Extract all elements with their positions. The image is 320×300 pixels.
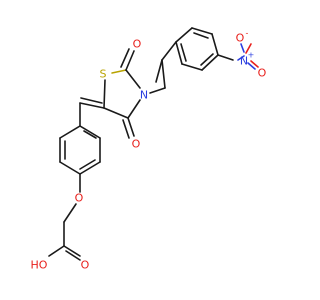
bond — [59, 161, 81, 175]
molecule-structure-diagram: N + O - O S O N O — [31, 27, 267, 272]
bond — [245, 43, 252, 54]
bond — [63, 245, 81, 257]
nitro-oxygen-top-label: O — [236, 32, 245, 45]
bond — [211, 33, 219, 56]
nitro-nitrogen-label: N — [240, 55, 248, 68]
thiazolidinedione-ring: S O N O — [100, 38, 149, 151]
bond — [237, 55, 245, 61]
bond — [201, 54, 219, 71]
bond — [59, 125, 81, 139]
bond-double-inner — [200, 53, 214, 66]
bond — [127, 99, 141, 119]
nitrophenyl-ring — [175, 27, 219, 71]
oxyacetic-acid-group: O HO O — [31, 173, 90, 272]
bond — [175, 41, 183, 65]
nitro-oxygen-top-charge: - — [246, 29, 249, 38]
bond — [63, 203, 77, 223]
acid-carbonyl-oxygen-label: O — [81, 259, 90, 272]
exocyclic-double-bond — [79, 97, 105, 127]
nitro-oxygen-bottom-label: O — [258, 67, 267, 80]
bond — [149, 87, 166, 94]
bond — [217, 54, 234, 61]
bond — [250, 60, 259, 68]
bond — [240, 43, 245, 53]
bond-double-inner — [193, 32, 209, 39]
bond-double-inner — [180, 43, 187, 62]
bond — [103, 107, 129, 119]
bond — [191, 27, 213, 35]
bond — [103, 79, 106, 109]
carbonyl-oxygen-c4-label: O — [132, 138, 141, 151]
bond — [161, 41, 177, 61]
bond-double-inner — [65, 250, 81, 261]
bond — [48, 245, 65, 257]
nitro-nitrogen-charge: + — [248, 51, 255, 60]
bond-double-inner — [120, 48, 130, 68]
bond — [175, 27, 193, 43]
bond — [161, 59, 166, 89]
ether-oxygen-label: O — [75, 192, 84, 205]
bond-double-inner — [79, 159, 96, 170]
bond — [127, 117, 135, 137]
bond — [155, 59, 163, 83]
bond — [181, 63, 203, 71]
carbonyl-oxygen-c2-label: O — [133, 38, 142, 51]
bond — [125, 50, 135, 71]
ring-nitrogen-label: N — [140, 89, 148, 102]
phenylene-ring — [59, 125, 101, 175]
ring-sulfur-label: S — [100, 68, 107, 81]
bond — [79, 125, 101, 139]
nitro-group: N + O - O — [217, 29, 267, 80]
bond — [125, 69, 141, 89]
molecule-structure-canvas: N + O - O S O N O — [31, 27, 267, 272]
bond — [79, 161, 101, 175]
bond-double-inner — [83, 130, 97, 139]
bond — [79, 102, 105, 109]
bond — [247, 62, 256, 70]
bond — [111, 69, 127, 74]
bond-double-inner — [80, 97, 103, 104]
benzyl-linker — [149, 41, 177, 94]
bond-double-inner — [122, 119, 130, 139]
hydroxyl-label: HO — [31, 259, 48, 272]
